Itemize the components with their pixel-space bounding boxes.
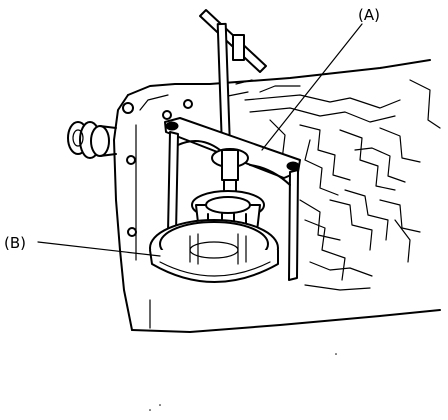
leader-a — [261, 23, 363, 151]
scan-specks — [149, 353, 337, 411]
leader-b — [37, 241, 161, 257]
callout-a: (A) — [358, 6, 380, 24]
leader-lines — [37, 23, 363, 257]
compressor-tool-a — [164, 9, 301, 281]
valve-body-passages — [227, 79, 441, 291]
retainer-ring-b — [149, 219, 279, 283]
transmission-housing — [113, 59, 441, 333]
callout-b: (B) — [4, 234, 26, 252]
side-plug — [67, 121, 117, 159]
